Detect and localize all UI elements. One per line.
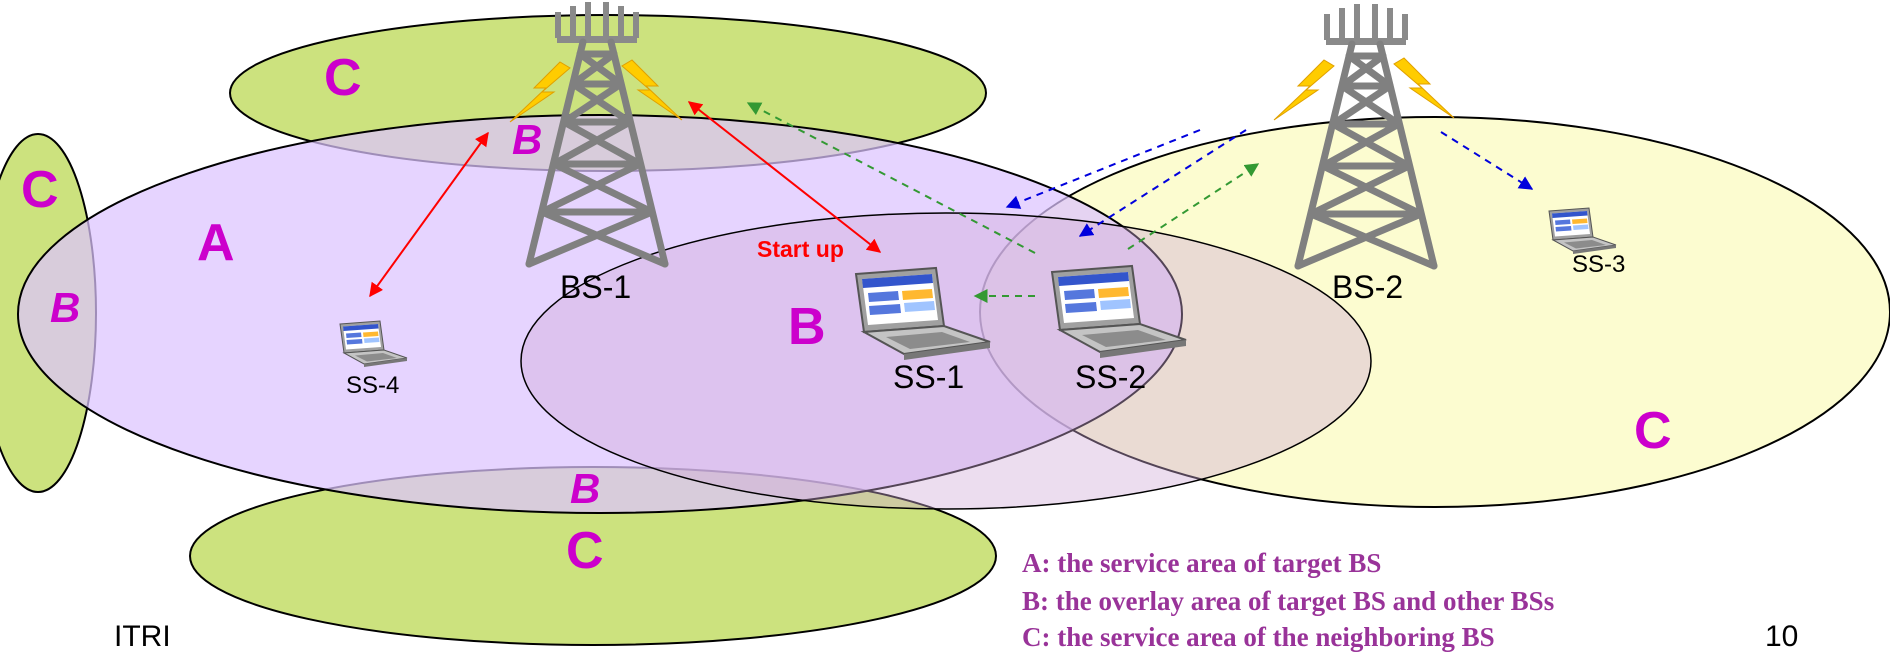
footer-org: ITRI	[114, 620, 171, 653]
legend-c: C: the service area of the neighboring B…	[1022, 622, 1495, 652]
zone-b-overlap-label: B	[788, 298, 826, 356]
legend-a: A: the service area of target BS	[1022, 548, 1381, 578]
zone-b-bottom-label: B	[570, 465, 600, 512]
legend-b: B: the overlay area of target BS and oth…	[1022, 586, 1554, 616]
bs-2-label: BS-2	[1332, 269, 1403, 305]
page-number: 10	[1765, 620, 1798, 653]
zone-c-left-label: C	[21, 161, 59, 219]
arrow-ss2-bs1	[746, 102, 1036, 254]
red-arrows	[369, 101, 882, 298]
ss-4-label: SS-4	[346, 372, 399, 399]
arrow-bs2-ss2	[1078, 129, 1247, 237]
zone-b-left-label: B	[50, 284, 80, 331]
ss-2-label: SS-2	[1075, 359, 1146, 395]
zone-c-top-label: C	[324, 49, 362, 107]
lightning-icon	[1393, 57, 1455, 119]
zone-c-right-label: C	[1634, 402, 1672, 460]
zone-a-label: A	[197, 214, 235, 272]
arrow-bs2-ss3	[1440, 131, 1534, 190]
blue-arrows	[1005, 129, 1534, 237]
arrow-bs2-ss1	[1005, 129, 1201, 209]
arrow-bs1-ss1	[687, 101, 882, 253]
startup-annotation: Start up	[757, 236, 844, 262]
green-arrows	[746, 102, 1260, 303]
zone-b-overlap	[520, 212, 1372, 510]
legend: A: the service area of target BS B: the …	[1022, 548, 1554, 652]
zone-b-top-label: B	[512, 116, 542, 163]
zone-c-bottom-label: C	[566, 522, 604, 580]
ss-1-label: SS-1	[893, 359, 964, 395]
lightning-icon	[1273, 59, 1335, 121]
bs-1-label: BS-1	[560, 269, 631, 305]
arrow-bs1-ss4	[369, 131, 489, 298]
ss-3-label: SS-3	[1572, 251, 1625, 278]
